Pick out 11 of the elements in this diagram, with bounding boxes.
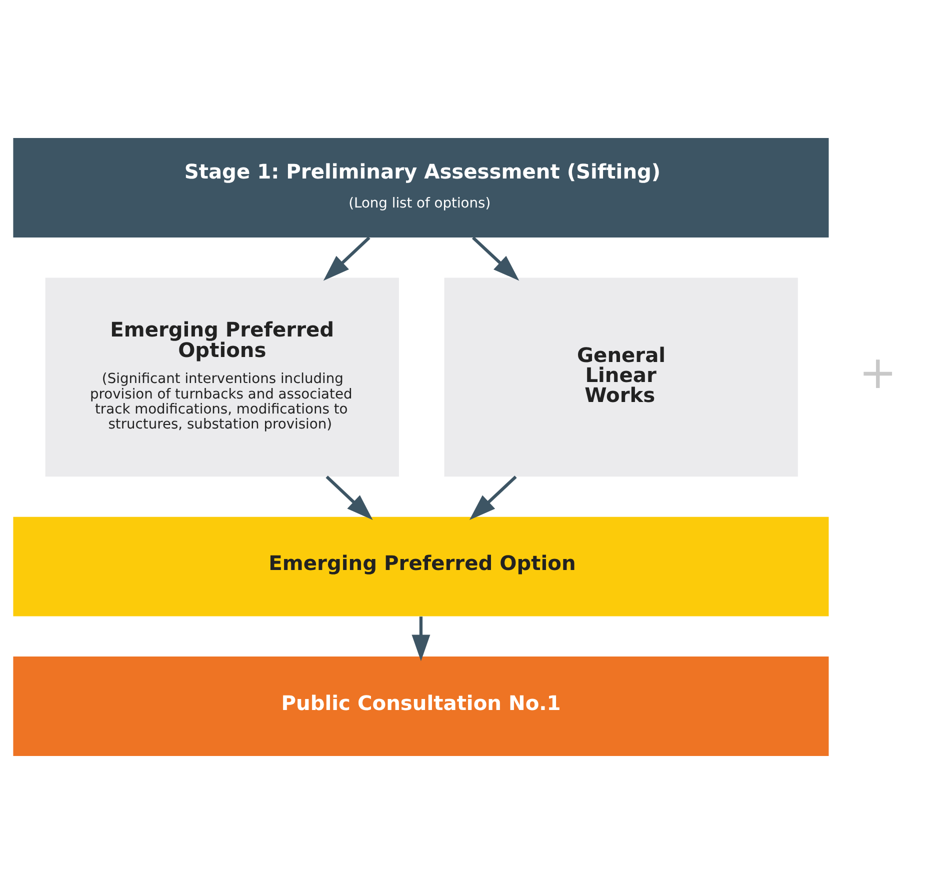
arrow xyxy=(472,236,520,281)
node-box: Stage 1: Preliminary Assessment (Sifting) (Long list of options) xyxy=(13,138,829,238)
label: + xyxy=(858,346,897,400)
node-box: Emerging Preferred Options (Significant interventions including provision of turnbacks and associated track modifications, modifications to structures, substation provision) xyxy=(45,278,399,477)
node-box: Public Consultation No.1 xyxy=(13,656,829,756)
arrow xyxy=(326,476,373,520)
node-box: General Linear Works xyxy=(444,278,798,477)
arrow xyxy=(323,236,370,281)
arrow xyxy=(412,616,430,662)
arrow xyxy=(469,476,517,520)
node-box: Emerging Preferred Option xyxy=(13,516,829,616)
